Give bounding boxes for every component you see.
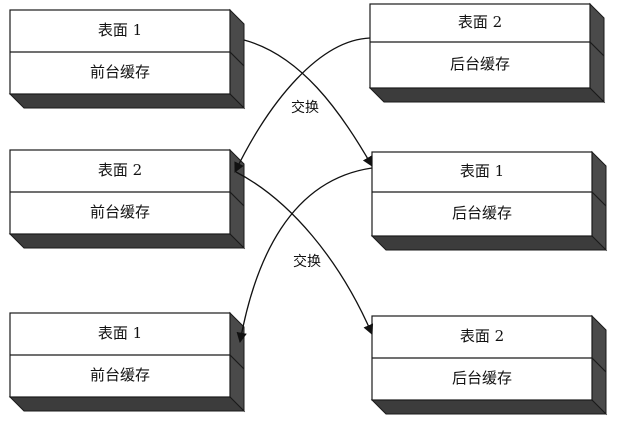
swap-label: 交换 [293, 253, 321, 270]
swap-arrow [235, 171, 374, 335]
buffer-label: 后台缓存 [452, 204, 512, 222]
surface-box: 表面 1 前台缓存 [8, 311, 246, 413]
swap-label: 交换 [291, 99, 319, 116]
surface-box: 表面 1 后台缓存 [370, 150, 608, 252]
surface-label: 表面 1 [98, 21, 142, 39]
swap-arrow [243, 39, 373, 167]
buffer-label: 前台缓存 [90, 203, 150, 221]
surface-label: 表面 2 [460, 327, 504, 345]
buffer-label: 前台缓存 [90, 63, 150, 81]
surface-box: 表面 2 后台缓存 [368, 2, 606, 104]
surface-label: 表面 1 [460, 162, 504, 180]
buffer-label: 后台缓存 [452, 369, 512, 387]
surface-label: 表面 1 [98, 324, 142, 342]
surface-box: 表面 2 后台缓存 [370, 314, 608, 416]
swap-arrow [234, 37, 371, 173]
surface-box: 表面 2 前台缓存 [8, 148, 246, 250]
swap-arrow [236, 167, 373, 344]
surface-box: 表面 1 前台缓存 [8, 8, 246, 110]
surface-label: 表面 2 [458, 13, 502, 31]
buffer-label: 后台缓存 [450, 55, 510, 73]
surface-label: 表面 2 [98, 161, 142, 179]
buffer-label: 前台缓存 [90, 366, 150, 384]
